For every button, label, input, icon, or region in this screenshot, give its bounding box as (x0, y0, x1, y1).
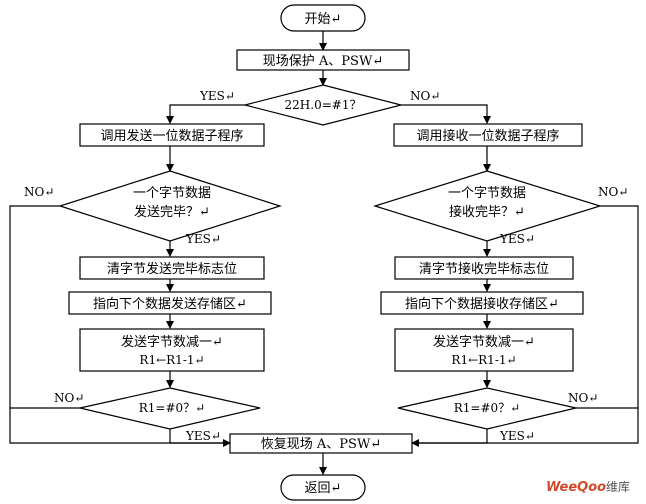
svg-text:返回↵: 返回↵ (305, 481, 342, 496)
node-recv-dec: 发送字节数减一↵ R1←R1-1↵ (394, 328, 574, 372)
branch-labels: YES↵ NO↵ NO↵ YES↵ NO↵ YES↵ NO↵ YES↵ NO↵ … (24, 89, 628, 443)
node-restore: 恢复现场 A、PSW↵ (229, 433, 413, 454)
connectors (9, 31, 639, 475)
svg-text:R1←R1-1↵: R1←R1-1↵ (451, 353, 516, 367)
watermark-brand: WeeQoo (546, 480, 606, 495)
svg-text:发送完毕？↵: 发送完毕？↵ (134, 204, 210, 220)
svg-text:指向下个数据发送存储区↵: 指向下个数据发送存储区↵ (93, 296, 247, 312)
label-recv-check-no: NO↵ (598, 185, 628, 199)
decision-recv-r1: R1=#0？↵ (397, 387, 577, 430)
label-recv-check-yes: YES↵ (499, 232, 535, 246)
watermark-suffix: 维库 (606, 479, 630, 494)
svg-text:R1←R1-1↵: R1←R1-1↵ (139, 353, 204, 367)
svg-text:一个字节数据: 一个字节数据 (448, 186, 526, 201)
watermark: WeeQoo 维库 (546, 479, 630, 495)
svg-text:一个字节数据: 一个字节数据 (133, 186, 211, 201)
svg-text:调用接收一位数据子程序: 调用接收一位数据子程序 (416, 128, 559, 144)
node-recv-call: 调用接收一位数据子程序 (393, 123, 583, 147)
label-main-yes: YES↵ (199, 89, 235, 103)
svg-text:22H.0=#1？: 22H.0=#1？ (285, 98, 362, 112)
node-return: 返回↵ (280, 474, 366, 501)
svg-text:接收完毕？↵: 接收完毕？↵ (449, 204, 525, 220)
svg-text:指向下个数据接收存储区↵: 指向下个数据接收存储区↵ (405, 296, 559, 312)
label-main-no: NO↵ (410, 89, 440, 103)
svg-text:清字节接收完毕标志位: 清字节接收完毕标志位 (419, 261, 549, 277)
node-recv-clear: 清字节接收完毕标志位 (394, 256, 574, 280)
label-recv-r1-yes: YES↵ (499, 429, 535, 443)
node-save: 现场保护 A、PSW↵ (236, 49, 410, 71)
svg-text:恢复现场 A、PSW↵: 恢复现场 A、PSW↵ (261, 437, 381, 452)
node-start: 开始↵ (280, 4, 366, 32)
label-send-r1-no: NO↵ (54, 391, 84, 405)
svg-text:开始↵: 开始↵ (305, 12, 342, 27)
svg-text:清字节发送完毕标志位: 清字节发送完毕标志位 (107, 261, 237, 277)
svg-text:R1=#0？↵: R1=#0？↵ (139, 401, 205, 415)
decision-main: 22H.0=#1？ (244, 84, 402, 126)
label-send-check-yes: YES↵ (185, 232, 221, 246)
svg-text:调用发送一位数据子程序: 调用发送一位数据子程序 (100, 128, 243, 144)
label-recv-r1-no: NO↵ (568, 391, 598, 405)
decision-send-r1: R1=#0？↵ (79, 387, 261, 430)
svg-text:现场保护 A、PSW↵: 现场保护 A、PSW↵ (263, 54, 383, 69)
node-send-call: 调用发送一位数据子程序 (79, 123, 265, 147)
svg-text:R1=#0？↵: R1=#0？↵ (454, 401, 520, 415)
node-send-clear: 清字节发送完毕标志位 (79, 256, 265, 280)
decision-recv-check: 一个字节数据 接收完毕？↵ (372, 170, 603, 242)
svg-text:发送字节数减一↵: 发送字节数减一↵ (121, 334, 223, 350)
svg-text:发送字节数减一↵: 发送字节数减一↵ (433, 334, 535, 350)
decision-send-check: 一个字节数据 发送完毕？↵ (58, 170, 282, 242)
label-send-check-no: NO↵ (24, 185, 54, 199)
node-recv-point: 指向下个数据接收存储区↵ (380, 291, 584, 315)
label-send-r1-yes: YES↵ (185, 429, 221, 443)
node-send-point: 指向下个数据发送存储区↵ (68, 291, 272, 315)
node-send-dec: 发送字节数减一↵ R1←R1-1↵ (79, 328, 265, 372)
